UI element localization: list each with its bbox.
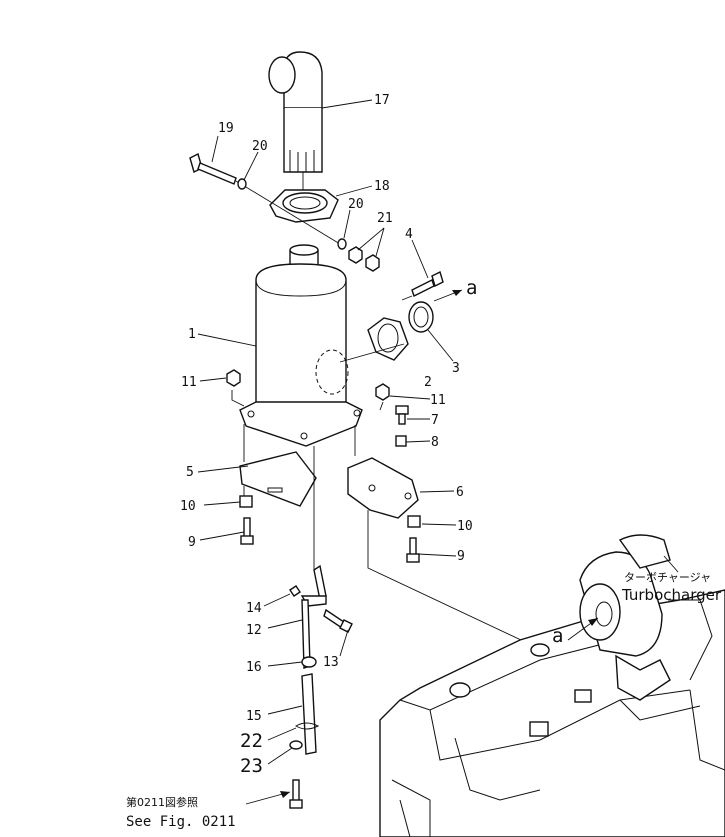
assembly-lines [231,172,539,720]
callout-10b: 10 [457,519,473,534]
nut-11a [226,369,241,387]
callout-5: 5 [186,465,194,480]
nut-11b [375,383,390,401]
bolt-axis-line [235,180,341,245]
collar-8 [395,435,407,447]
bolt-7 [395,405,409,425]
fig-ref-jp: 第0211図参照 [126,795,198,809]
clip-22 [295,722,320,730]
callout-20a: 20 [252,139,268,154]
gasket-3 [408,301,434,333]
callout-18: 18 [374,179,390,194]
callout-2: 2 [424,375,432,390]
bolt-9b [406,537,420,563]
callout-10a: 10 [180,499,196,514]
bolt-4 [411,271,444,297]
turbo-leader [663,555,679,573]
callout-13: 13 [323,655,339,670]
bracket-5 [239,451,317,507]
callout-17: 17 [374,93,390,108]
callout-19: 19 [218,121,234,136]
callout-1: 1 [188,327,196,342]
callout-leaders [197,99,457,765]
ref-arrow-fig [245,791,291,805]
washer-20a [237,178,247,190]
ref-a-lower: a [552,625,563,647]
callout-14: 14 [246,601,262,616]
bolt-13 [323,608,353,633]
nuts-21 [348,246,380,272]
ref-arrow-a-upper [433,289,463,302]
callout-8: 8 [431,435,439,450]
washer-23 [289,740,303,750]
callout-16: 16 [246,660,262,675]
callout-22: 22 [240,730,263,752]
callout-12: 12 [246,623,262,638]
bracket-12 [300,564,327,669]
collar-10b [407,515,421,528]
ref-a-upper: a [466,277,477,299]
turbocharger-label-jp: ターボチャージャ [624,571,711,584]
clip-16 [301,656,317,668]
rod-15 [301,673,317,755]
callout-20b: 20 [348,197,364,212]
clamp-18 [269,189,339,223]
callout-15: 15 [246,709,262,724]
bracket-6 [347,457,419,519]
bolt-ref-0211 [289,779,303,809]
flange-2 [367,317,409,361]
callout-9a: 9 [188,535,196,550]
washer-20b [337,238,347,250]
turbocharger-unit [579,534,713,701]
callout-11b: 11 [430,393,446,408]
bolt-19 [189,152,237,185]
turbocharger-label: Turbocharger [621,586,722,604]
exhaust-pipe-17 [268,51,323,173]
callout-6: 6 [456,485,464,500]
bolt-9a [240,517,254,545]
callout-21: 21 [377,211,393,226]
callout-7: 7 [431,413,439,428]
callout-3: 3 [452,361,460,376]
callout-9b: 9 [457,549,465,564]
callout-23: 23 [240,755,263,777]
muffler-1 [239,244,363,447]
collar-10a [239,495,253,508]
ref-arrow-a-lower [567,617,599,641]
nut-14 [289,585,301,597]
fig-ref-en: See Fig. 0211 [126,814,236,830]
callout-4: 4 [405,227,413,242]
callout-11a: 11 [181,375,197,390]
